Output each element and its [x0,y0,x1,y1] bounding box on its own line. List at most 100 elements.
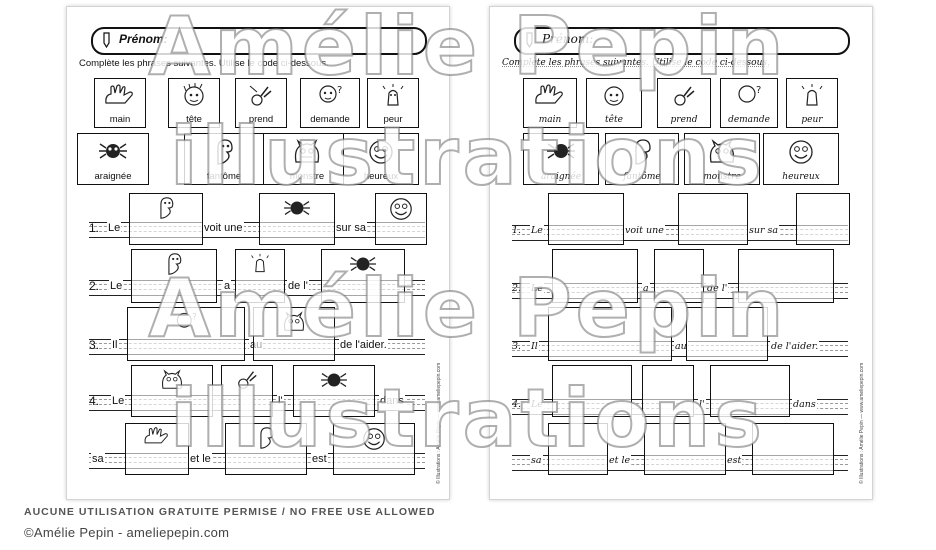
answer-box[interactable] [125,423,189,475]
writing-lines [89,222,425,238]
code-card-main: main [94,78,146,128]
code-card-demande: ? demande [720,78,778,128]
answer-box[interactable] [752,423,834,475]
sentence-word: Le [107,222,122,234]
code-label: tête [605,115,623,125]
ghost-icon [635,139,651,165]
name-label: Prénom: [542,32,594,46]
answer-box[interactable] [333,423,415,475]
answer-box[interactable] [642,365,694,417]
code-card-heureux: heureux [343,133,419,185]
copyright-credit: ©Amélie Pepin - ameliepepin.com [24,525,230,540]
answer-box[interactable] [253,307,335,361]
answer-box[interactable] [678,193,748,245]
answer-box[interactable]: ? [127,307,245,361]
head-icon [183,83,204,106]
code-label: araignée [540,172,582,182]
name-label: Prénom: [119,32,168,46]
happy-face-icon [390,198,412,220]
head-icon [604,86,624,106]
sentence-word: de l'aider. [770,341,820,352]
happy-face-icon [369,140,393,164]
sentence-word: Le [109,280,124,292]
worksheet-print: Prénom: Complète les phrases suivantes. … [66,6,450,500]
name-field: Prénom: [514,27,850,55]
sentence-word: a [223,280,232,292]
answer-box[interactable] [686,307,768,361]
answer-box[interactable] [321,249,405,303]
sentence-word: Le [530,399,544,410]
sentence-word: voit une [203,222,244,234]
ghost-icon [260,427,274,449]
monster-icon [709,138,735,163]
code-card-fantome: fantôme [184,133,264,185]
answer-box[interactable] [738,249,834,303]
answer-box[interactable] [293,365,375,417]
code-label: monstre [289,171,325,182]
grabbing-hand-icon [249,85,272,106]
code-label: peur [801,115,823,125]
sentence-word: dans [792,399,817,410]
answer-box[interactable] [235,249,285,303]
answer-box[interactable] [552,365,632,417]
ghost-icon [168,253,182,275]
name-field: Prénom: [91,27,427,55]
code-label: main [109,114,131,125]
pencil-icon [103,32,110,48]
answer-box[interactable] [375,193,427,245]
sentence-number: 1. [89,221,100,235]
spider-icon [547,143,575,159]
answer-box[interactable] [129,193,203,245]
code-card-tete: tête [168,78,220,128]
spider-icon [321,373,347,387]
sentence-word: voit une [624,225,665,236]
instructions: Complète les phrases suivantes. Utilise … [79,58,329,69]
grabbing-hand-icon [238,371,257,389]
asking-person-icon: ? [176,312,197,328]
hand-icon [105,84,133,104]
asking-person-icon: ? [319,85,342,103]
answer-box[interactable] [548,307,672,361]
sentence-word: Il [530,341,539,352]
monster-icon [283,311,305,331]
answer-box[interactable] [221,365,273,417]
answer-box[interactable] [644,423,726,475]
answer-box[interactable] [131,365,213,417]
answer-box[interactable] [796,193,850,245]
answer-box[interactable] [259,193,335,245]
answer-box[interactable] [225,423,307,475]
code-label: demande [310,114,350,125]
code-card-monstre: monstre [684,133,760,185]
sentence-word: Il [111,339,119,351]
sentence-word: de l' [706,283,729,294]
sentence-word: est [726,455,743,466]
answer-box[interactable] [548,193,624,245]
answer-box[interactable] [654,249,704,303]
usage-notice: AUCUNE UTILISATION GRATUITE PERMISE / NO… [24,506,436,518]
sentence-number: 2. [89,279,100,293]
hand-icon [144,427,168,444]
code-card-peur: peur [367,78,419,128]
code-label: araignée [94,171,132,182]
code-label: prend [248,114,274,125]
code-card-peur: peur [786,78,838,128]
sentence-word: de l' [287,280,309,292]
answer-box[interactable] [710,365,790,417]
sentence-word: de l'aider. [339,339,388,351]
answer-box[interactable] [548,423,608,475]
happy-face-icon [363,428,385,450]
sentence-word: Le [530,283,544,294]
sentence-number: 4. [89,394,100,408]
sentence-word: Le [111,395,126,407]
code-card-main: main [523,78,577,128]
code-label: peur [383,114,403,125]
scared-icon [382,84,404,106]
sentence-word: au [674,341,688,352]
answer-box[interactable] [552,249,638,303]
ghost-icon [160,197,174,219]
sentence-word: et le [189,453,212,465]
code-card-monstre: monstre [263,133,351,185]
worksheet-cursive: Prénom: Complète les phrases suivantes. … [489,6,873,500]
answer-box[interactable] [131,249,217,303]
sentence-number: 4. [512,399,522,410]
